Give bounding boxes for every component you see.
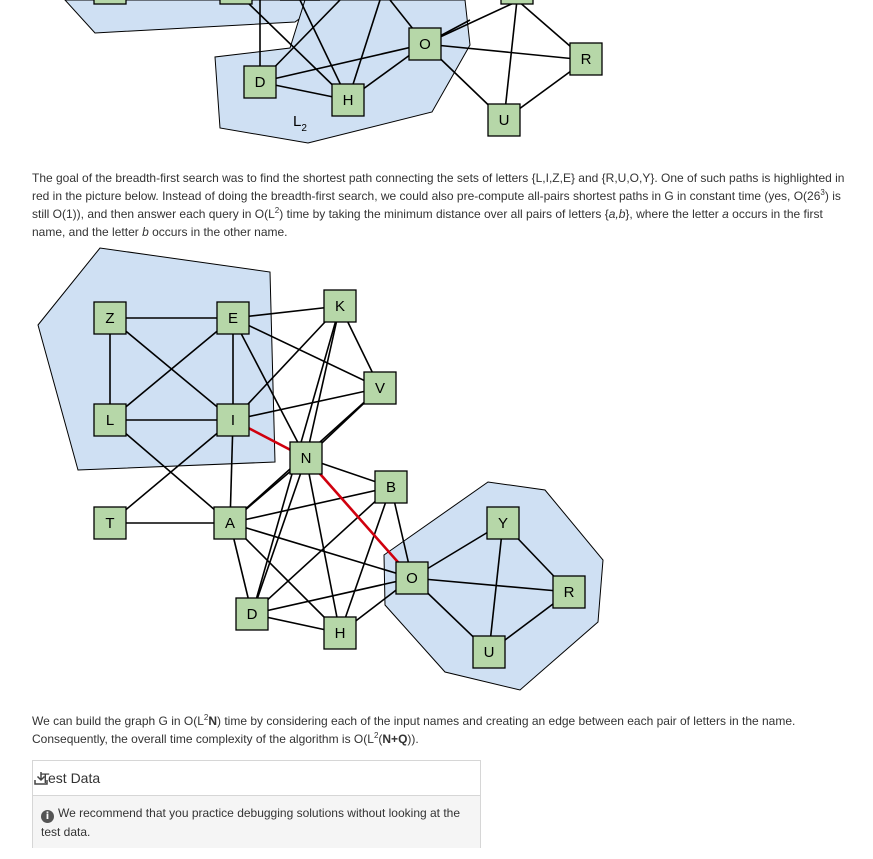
node-t: T <box>93 506 127 540</box>
complexity-paragraph: We can build the graph G in O(L2N) time … <box>32 713 796 747</box>
top-node-d: D <box>243 65 277 99</box>
top-node-stub-3 <box>500 0 534 5</box>
node-a: A <box>213 506 247 540</box>
svg-text:E: E <box>228 310 238 327</box>
node-l: L <box>93 403 127 437</box>
node-k: K <box>323 289 357 323</box>
svg-text:K: K <box>335 298 345 315</box>
top-node-u: U <box>487 103 521 137</box>
cluster-l2 <box>214 0 471 144</box>
svg-text:V: V <box>375 380 385 397</box>
node-y: Y <box>486 506 520 540</box>
node-n: N <box>289 441 323 475</box>
svg-text:I: I <box>231 412 235 429</box>
node-r: R <box>552 575 586 609</box>
node-i: I <box>216 403 250 437</box>
svg-text:R: R <box>564 584 575 601</box>
node-v: V <box>363 371 397 405</box>
download-icon[interactable] <box>33 770 49 786</box>
svg-text:B: B <box>386 479 396 496</box>
top-nodes: D H O R U <box>93 0 603 137</box>
bottom-nodes: Z E K V L I N B T A Y O R D H U <box>93 289 586 669</box>
svg-text:O: O <box>419 36 431 53</box>
svg-text:D: D <box>255 74 266 91</box>
svg-text:D: D <box>247 606 258 623</box>
cluster-label-l2: L2 <box>293 113 307 134</box>
node-o: O <box>395 561 429 595</box>
svg-text:Z: Z <box>105 310 114 327</box>
top-graph-figure: D H O R U L2 <box>64 0 603 144</box>
shortest-path-highlight-2 <box>305 457 413 579</box>
bottom-graph-figure: Z E K V L I N B T A Y O R D H U <box>37 247 604 691</box>
svg-text:A: A <box>225 515 235 532</box>
svg-text:H: H <box>335 625 346 642</box>
cluster-left <box>37 247 276 471</box>
svg-text:L: L <box>106 412 114 429</box>
svg-text:Y: Y <box>498 515 508 532</box>
test-data-note-text: We recommend that you practice debugging… <box>41 806 461 839</box>
svg-text:N: N <box>301 450 312 467</box>
top-node-o: O <box>408 27 442 61</box>
top-node-r: R <box>569 42 603 76</box>
test-data-title: Test Data <box>41 770 101 786</box>
node-e: E <box>216 301 250 335</box>
cluster-l1 <box>64 0 326 34</box>
top-node-stub-2 <box>219 0 253 5</box>
node-u: U <box>472 635 506 669</box>
explanation-paragraph: The goal of the breadth-first search was… <box>32 171 845 239</box>
svg-text:T: T <box>105 515 114 532</box>
test-data-header[interactable]: Test Data <box>33 761 480 796</box>
svg-text:U: U <box>499 112 510 129</box>
svg-text:U: U <box>484 644 495 661</box>
node-z: Z <box>93 301 127 335</box>
node-b: B <box>374 470 408 504</box>
svg-text:O: O <box>406 570 418 587</box>
top-node-stub-1 <box>93 0 127 5</box>
info-icon: i <box>41 810 54 823</box>
node-d: D <box>235 597 269 631</box>
svg-text:R: R <box>581 51 592 68</box>
node-h: H <box>323 616 357 650</box>
top-node-h: H <box>331 83 365 117</box>
svg-text:H: H <box>343 92 354 109</box>
